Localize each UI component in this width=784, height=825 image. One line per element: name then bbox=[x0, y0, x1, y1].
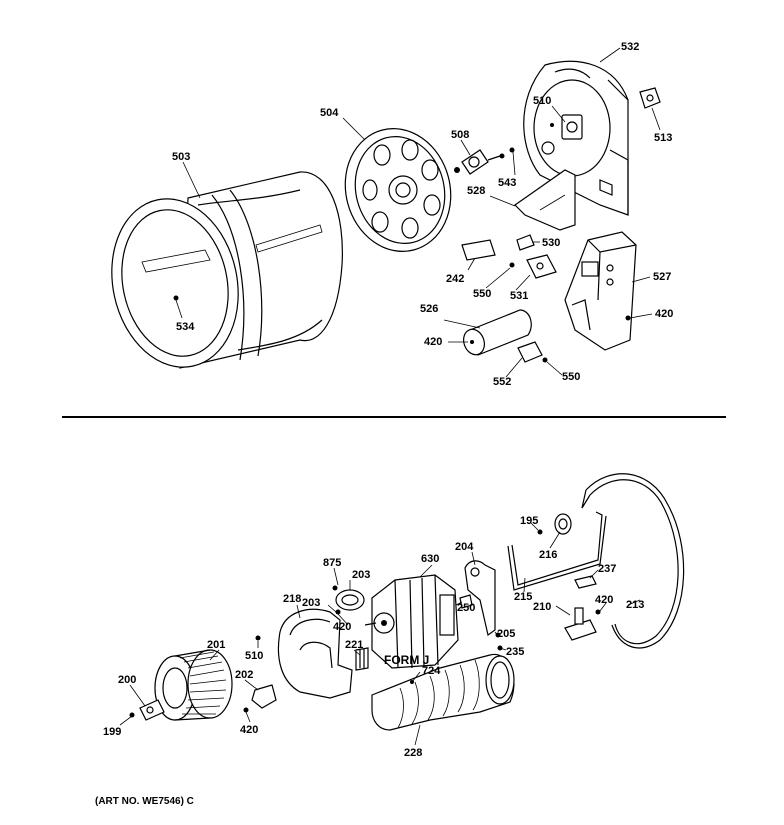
label-420-bracket: 420 bbox=[240, 724, 258, 736]
screw-420e-part bbox=[243, 707, 249, 713]
label-203-top: 203 bbox=[352, 569, 370, 581]
clip-250-part bbox=[459, 594, 473, 609]
leader-lines-top bbox=[182, 47, 661, 378]
screw-420c-part bbox=[595, 609, 601, 615]
drum-rear-part bbox=[344, 128, 452, 252]
label-513: 513 bbox=[654, 132, 672, 144]
housing-527-part bbox=[564, 231, 637, 351]
label-204: 204 bbox=[455, 541, 474, 553]
leader-lines-bottom bbox=[119, 522, 641, 746]
label-526: 526 bbox=[420, 303, 438, 315]
bracket-528-part bbox=[514, 169, 576, 231]
label-228: 228 bbox=[404, 747, 422, 759]
label-510-top: 510 bbox=[533, 95, 551, 107]
label-550-top: 550 bbox=[473, 288, 491, 300]
label-503: 503 bbox=[172, 151, 190, 163]
clip-552-part bbox=[517, 341, 543, 363]
label-534: 534 bbox=[176, 321, 195, 333]
screw-420-part bbox=[625, 315, 631, 321]
label-420-switch: 420 bbox=[595, 594, 613, 606]
label-875: 875 bbox=[323, 557, 341, 569]
label-242: 242 bbox=[446, 273, 464, 285]
label-532: 532 bbox=[621, 41, 639, 53]
plate-242-part bbox=[461, 239, 496, 261]
label-200: 200 bbox=[118, 674, 136, 686]
label-420-capacitor: 420 bbox=[424, 336, 442, 348]
label-630: 630 bbox=[421, 553, 439, 565]
label-203-side: 203 bbox=[302, 597, 320, 609]
label-201: 201 bbox=[207, 639, 225, 651]
label-504: 504 bbox=[320, 107, 339, 119]
label-195: 195 bbox=[520, 515, 538, 527]
blower-housing-218-part bbox=[277, 608, 353, 699]
switch-210-part bbox=[564, 607, 597, 641]
label-552: 552 bbox=[493, 376, 511, 388]
mount-200-part bbox=[129, 699, 165, 721]
label-250: 250 bbox=[457, 602, 475, 614]
label-213: 213 bbox=[626, 599, 644, 611]
bracket-202-part bbox=[251, 684, 277, 709]
screw-550b-part bbox=[542, 357, 548, 363]
label-420-motor: 420 bbox=[333, 621, 351, 633]
label-550-bottom: 550 bbox=[562, 371, 580, 383]
rear-panel-part bbox=[523, 60, 629, 216]
part-labels: 503 504 508 510 532 513 543 528 530 242 … bbox=[95, 41, 673, 807]
art-number: (ART NO. WE7546) C bbox=[95, 796, 194, 807]
mount-203-part bbox=[332, 585, 365, 615]
bracket-204-part bbox=[464, 560, 503, 651]
label-205: 205 bbox=[497, 628, 515, 640]
label-235: 235 bbox=[506, 646, 524, 658]
switch-531-part bbox=[526, 254, 557, 279]
capacitor-526-part bbox=[463, 309, 532, 356]
screw-550-part bbox=[509, 262, 515, 268]
label-215: 215 bbox=[514, 591, 532, 603]
label-199: 199 bbox=[103, 726, 121, 738]
duct-221-part bbox=[355, 647, 369, 671]
label-530: 530 bbox=[542, 237, 560, 249]
idler-arm-215-part bbox=[507, 511, 607, 591]
belt-213-part bbox=[581, 473, 685, 649]
screw-510b-part bbox=[255, 635, 261, 641]
label-543: 543 bbox=[498, 177, 516, 189]
label-221: 221 bbox=[345, 639, 363, 651]
blower-wheel-201-part bbox=[154, 649, 233, 721]
label-528: 528 bbox=[467, 185, 485, 197]
label-210: 210 bbox=[533, 601, 551, 613]
form-label: FORM J bbox=[384, 653, 429, 667]
switch-530-part bbox=[516, 234, 535, 251]
label-508: 508 bbox=[451, 129, 469, 141]
exhaust-duct-228-part bbox=[371, 653, 515, 731]
label-237: 237 bbox=[598, 563, 616, 575]
label-527: 527 bbox=[653, 271, 671, 283]
label-531: 531 bbox=[510, 290, 528, 302]
label-218: 218 bbox=[283, 593, 301, 605]
idler-pulley-216-part bbox=[537, 513, 572, 535]
bracket-513-part bbox=[639, 87, 661, 109]
label-724: 724 bbox=[422, 665, 441, 677]
motor-630-part bbox=[364, 574, 459, 669]
bearing-part bbox=[454, 147, 515, 175]
label-216: 216 bbox=[539, 549, 557, 561]
label-420-top: 420 bbox=[655, 308, 673, 320]
label-202: 202 bbox=[235, 669, 253, 681]
spring-237-part bbox=[574, 575, 597, 589]
drum-part bbox=[111, 171, 343, 369]
label-510-bottom: 510 bbox=[245, 650, 263, 662]
